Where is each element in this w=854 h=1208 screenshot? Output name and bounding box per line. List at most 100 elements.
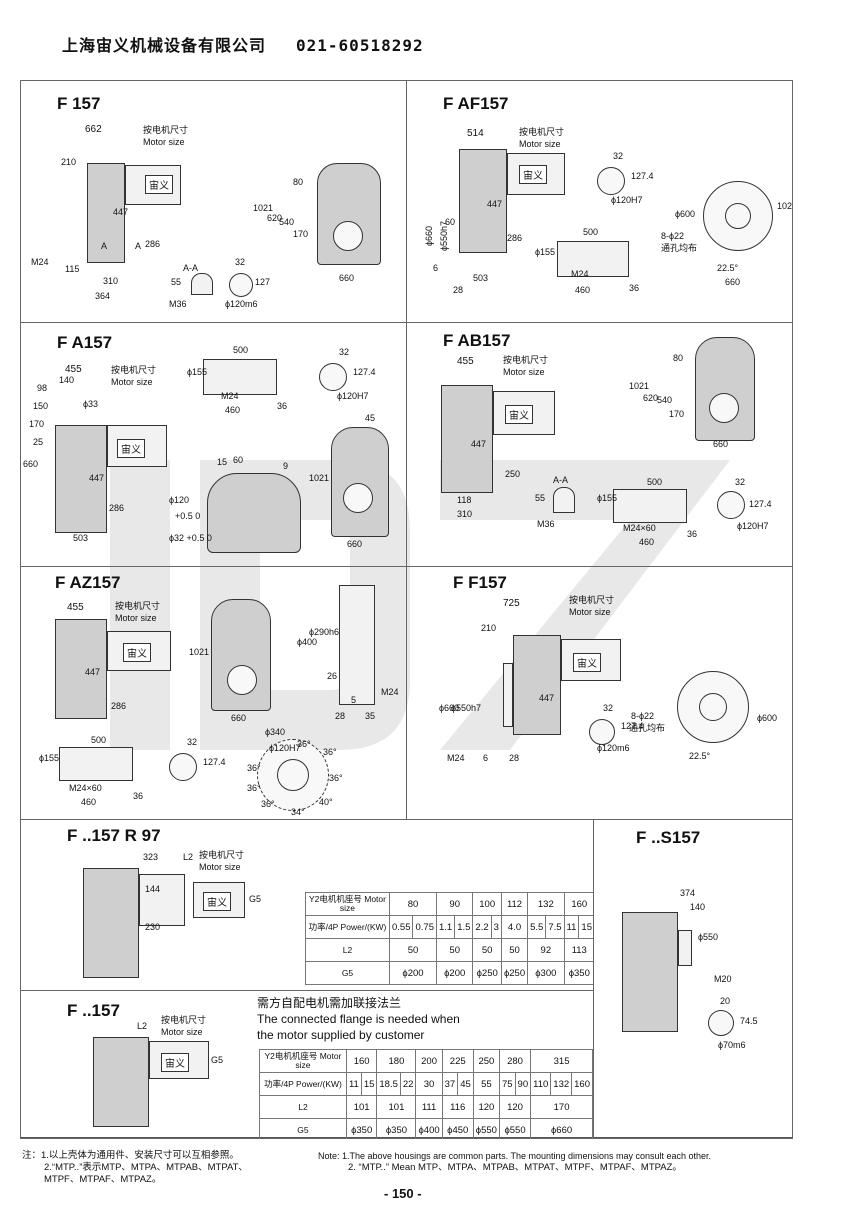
dim-label: 28 (509, 753, 520, 763)
dim-label: ϕ120 (169, 495, 190, 505)
dim-label: 8-ϕ22 (661, 231, 685, 241)
dim-label: A-A (183, 263, 199, 273)
dim-label: 80 (673, 353, 684, 363)
note-cn-2: 2.“MTP..”表示MTP、MTPA、MTPAB、MTPAT、 (44, 1162, 248, 1173)
motor-size-en: Motor size (161, 1027, 203, 1037)
dim-label: 98 (37, 383, 48, 393)
dim-label: 660 (339, 273, 355, 283)
table-cell: ϕ300 (527, 961, 565, 985)
shaft-bore (333, 221, 363, 251)
motor-size-cn: 按电机尺寸 (115, 601, 161, 611)
dim-label: M36 (169, 299, 187, 309)
note-en-2: 2. “MTP..” Mean MTP、MTPA、MTPAB、MTPAT、MTP… (348, 1162, 682, 1173)
table-cell: 0.55 (388, 915, 414, 939)
dim-label: 55 (535, 493, 546, 503)
dim-label: ϕ290h6 (309, 627, 340, 637)
brand-label: 宙义 (145, 175, 173, 194)
dim-label: ϕ120H7 (337, 391, 369, 401)
dim-label: 118 (457, 495, 472, 505)
shaft-section (169, 753, 197, 781)
dim-label: 250 (505, 469, 521, 479)
dim-label: ϕ32 +0.5 0 (169, 533, 212, 543)
dim-label: 60 (233, 455, 244, 465)
dim-label: 500 (647, 477, 663, 487)
hollow-shaft (59, 747, 133, 781)
dim-label: M24×60 (69, 783, 102, 793)
torque-arm (207, 473, 301, 553)
dim-label: 36° (247, 763, 261, 773)
dim-label: 5 (351, 695, 357, 705)
dim-label: 1021 (777, 201, 793, 211)
dim-label: 36 (687, 529, 698, 539)
dim-label: ϕ155 (535, 247, 556, 257)
table-cell: 250 (472, 1049, 500, 1073)
dim-label: ϕ600 (675, 209, 696, 219)
panel-f157: F 157 662 按电机尺寸 Motor size 210 宙义 447 28… (20, 80, 407, 323)
panel-fa157: F A157 455 按电机尺寸 Motor size 98 140 150 ϕ… (20, 322, 407, 567)
dim-label: 127.4 (631, 171, 654, 181)
dim-label: M24 (447, 753, 465, 763)
table-cell: 160 (571, 1072, 593, 1096)
table-cell: ϕ200 (388, 961, 437, 985)
dim-label: 8-ϕ22 (631, 711, 655, 721)
output-flange (503, 663, 513, 727)
dim-label: ϕ155 (39, 753, 60, 763)
page-number: - 150 - (384, 1186, 422, 1201)
table-cell: 101 (376, 1095, 417, 1119)
panel-title: F F157 (453, 573, 507, 592)
table-cell: 0.75 (412, 915, 437, 939)
shrink-disc (339, 585, 375, 705)
table-cell: G5 (259, 1118, 347, 1138)
dim-label: 127.4 (621, 721, 644, 731)
dim-label: 447 (487, 199, 503, 209)
dim-label: ϕ120H7 (269, 743, 301, 753)
table-cell: 170 (530, 1095, 593, 1119)
dim-label: 9 (283, 461, 289, 471)
dim-label: M24 (381, 687, 399, 697)
dim-label: 32 (613, 151, 624, 161)
dim-label: 540 (657, 395, 673, 405)
dim-label: A (135, 241, 142, 251)
brand-label: 宙义 (505, 405, 533, 424)
table-cell: 110 (530, 1072, 552, 1096)
dim-label: G5 (211, 1055, 224, 1065)
dim-label: 15 (217, 457, 228, 467)
dim-label: 45 (365, 413, 376, 423)
bore (343, 483, 373, 513)
dim-label: 170 (29, 419, 45, 429)
brand-label: 宙义 (519, 165, 547, 184)
table-cell: 1.1 (435, 915, 456, 939)
panel-title: F ..157 R 97 (67, 826, 161, 845)
note-cn-3: MTPF、MTPAF、MTPAZ。 (44, 1174, 162, 1185)
dim-label: 447 (89, 473, 105, 483)
dim-label: 140 (690, 902, 706, 912)
dim-label: A (101, 241, 108, 251)
dim-label: 660 (725, 277, 741, 287)
dim-label: 500 (233, 345, 249, 355)
dim-label: 35 (365, 711, 376, 721)
dim-label: 通孔均布 (661, 243, 698, 253)
table-cell: 160 (345, 1049, 378, 1073)
table-cell: 功率/4P Power/(KW) (259, 1072, 347, 1096)
panel-f-r97: F ..157 R 97 323 L2 按电机尺寸 Motor size 宙义 … (20, 819, 594, 991)
gear-housing (622, 912, 678, 1032)
dim-label: 20 (720, 996, 731, 1006)
table-cell: 75 (498, 1072, 516, 1096)
dim-label: ϕ70m6 (718, 1040, 746, 1050)
motor-size-en: Motor size (503, 367, 545, 377)
dim-label: 1021 (253, 203, 274, 213)
dim-label: 32 (735, 477, 746, 487)
motor-size-cn: 按电机尺寸 (519, 127, 565, 137)
flange-note-cn: 需方自配电机需加联接法兰 (257, 996, 402, 1010)
dim-label: 170 (669, 409, 685, 419)
dim-label: 115 (65, 264, 80, 274)
dim-label: ϕ120m6 (225, 299, 258, 309)
dim-label: 60 (445, 217, 456, 227)
brand-label: 宙义 (573, 653, 601, 672)
dim-label: 36 (277, 401, 288, 411)
dim-label: 144 (145, 884, 161, 894)
table-cell: 80 (388, 892, 437, 916)
dim-label: L2 (183, 852, 194, 862)
housing-front (331, 427, 389, 537)
